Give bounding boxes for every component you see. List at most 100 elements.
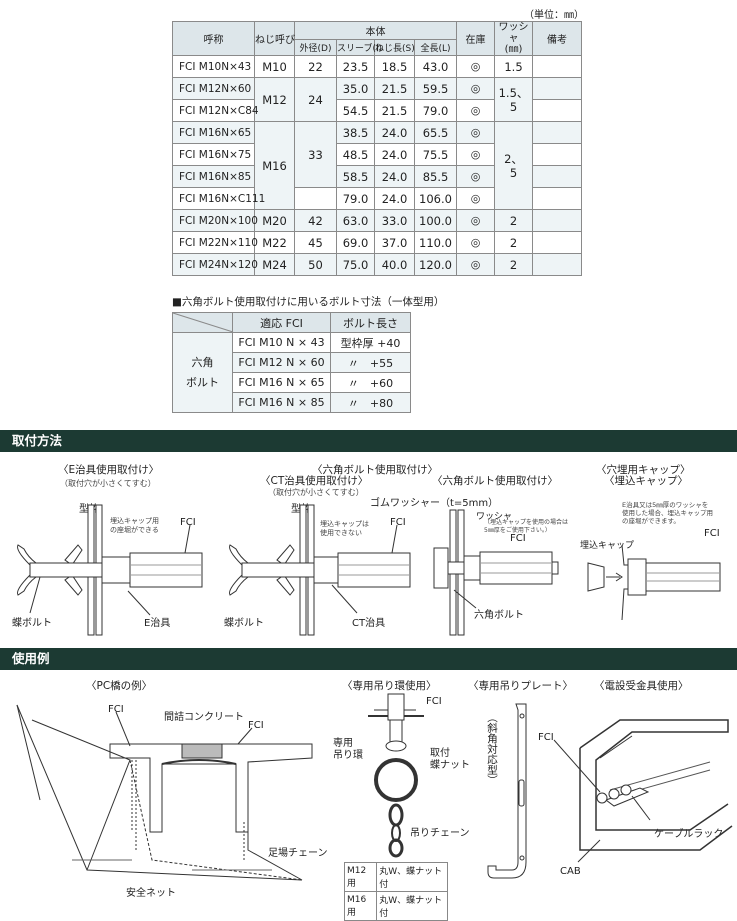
cell-sleeve: 48.5 [336,143,375,166]
e-tool-note: （取付穴が小さくてすむ） [60,479,156,488]
ring-m16-value: 丸W、蝶ナット付 [376,891,448,921]
pc-chain-label: 足場チェーン [268,848,328,859]
bolt-length: 〃 +80 [330,392,411,413]
unit-label: （単位：㎜） [524,10,584,21]
header-thread: ねじ長(S) [374,39,415,56]
cell-screw: M20 [254,209,295,232]
cell-remarks [532,165,582,188]
cap-fci-label: FCI [704,528,720,539]
bolt-length: 〃 +55 [330,352,411,373]
bolt-length: 〃 +60 [330,372,411,393]
cell-thread: 37.0 [374,231,415,254]
bolt-section-title: ■六角ボルト使用取付けに用いるボルト寸法（一体型用） [172,296,445,308]
cable-rack-label: ケーブルラック [654,829,724,840]
e-wingbolt-label: 蝶ボルト [12,618,52,629]
ring-m12-value: 丸W、蝶ナット付 [376,862,448,892]
ct-fci-label: FCI [390,517,406,528]
cell-stock: ◎ [456,231,495,254]
cell-sleeve: 35.0 [336,77,375,100]
bolt-header-length: ボルト長さ [330,312,411,333]
cell-washer: 1.5、 5 [494,77,533,122]
cap-label: 埋込キャップ [580,541,635,551]
cell-screw: M12 [254,77,295,122]
ct-note: （取付穴が小さくてすむ） [268,488,364,497]
pc-fci1-label: FCI [108,704,124,715]
cable-title: 〈電設受金具使用〉 [594,680,689,692]
pc-net-label: 安全ネット [126,888,176,899]
e-tool-diagram [17,504,203,636]
cell-total: 100.0 [414,209,457,232]
cell-total: 75.5 [414,143,457,166]
usage-section-title: 使用例 [12,651,50,666]
cell-sleeve: 79.0 [336,187,375,210]
hex-diagram [433,509,559,636]
cell-sleeve: 75.0 [336,253,375,276]
pc-title: 〈PC橋の例〉 [86,680,153,692]
cell-remarks [532,121,582,144]
cell-stock: ◎ [456,253,495,276]
ring-fci-label: FCI [426,696,442,707]
cell-outer: 22 [294,55,337,78]
cable-fci-label: FCI [538,732,554,743]
cell-stock: ◎ [456,143,495,166]
bolt-length: 型枠厚 +40 [330,332,411,353]
cell-outer: 50 [294,253,337,276]
cell-sleeve: 63.0 [336,209,375,232]
pc-bridge-diagram [16,704,313,881]
header-remarks: 備考 [532,21,582,56]
cap-note: E治具又は5㎜厚のワッシャを 使用した場合、埋込キャップ用 の座堀ができます。 [622,501,713,525]
cell-screw: M24 [254,253,295,276]
cell-sleeve: 23.5 [336,55,375,78]
cap-title1: 〈穴埋用キャップ〉 [596,464,691,476]
cell-sleeve: 54.5 [336,99,375,122]
cell-remarks [532,143,582,166]
diagonal-line [172,312,234,333]
hex-bolt-label: 六角ボルト [474,610,524,621]
ct-title2: 〈CT治具使用取付け〉 [260,475,369,487]
hex-washer-note: （埋込キャップを使用の場合は 5㎜厚をご使用下さい。） [484,519,569,534]
ring-nut-label: 取付 蝶ナット [430,748,470,771]
cell-thread: 33.0 [374,209,415,232]
cell-name: FCI M10N×43 [172,55,255,78]
ct-tool-label: CT治具 [352,618,386,629]
cell-name: FCI M20N×100 [172,209,258,232]
cap-diagram [587,544,721,621]
cell-thread: 18.5 [374,55,415,78]
hex-fci-label: FCI [510,533,526,544]
cable-cab-label: CAB [560,866,581,877]
cell-stock: ◎ [456,209,495,232]
cell-name: FCI M16N×C111 [172,187,265,210]
cell-outer: 24 [294,77,337,122]
e-cap-note: 埋込キャップ用 の座堀ができる [110,517,159,534]
cell-thread: 24.0 [374,165,415,188]
cell-total: 110.0 [414,231,457,254]
header-name: 呼称 [172,21,255,56]
cell-outer: 45 [294,231,337,254]
ring-title: 〈専用吊り環使用〉 [342,680,437,692]
cell-thread: 24.0 [374,143,415,166]
cell-sleeve: 38.5 [336,121,375,144]
bolt-fci: FCI M12 N × 60 [232,352,331,373]
header-washer: ワッシャ (㎜) [494,21,533,56]
e-fci-label: FCI [180,517,196,528]
bolt-header-diagonal [172,312,234,333]
e-tool-title: 〈E治具使用取付け〉 [58,464,160,476]
ring-label: 専用 吊り環 [333,738,363,761]
ct-title1: 〈六角ボルト使用取付け〉 [312,464,438,476]
plate-diagram [487,703,527,879]
plate-title: 〈専用吊りプレート〉 [468,680,573,692]
ring-diagram [368,693,424,858]
cell-remarks [532,231,582,254]
cell-washer: 2 [494,209,533,232]
cell-washer: 2、 5 [494,121,533,210]
cell-total: 43.0 [414,55,457,78]
cell-thread: 40.0 [374,253,415,276]
plate-vertical-label: （斜角対応型） [486,712,498,786]
hex-rubber-label: ゴムワッシャー（t=5mm） [370,498,499,509]
usage-section-bar: 使用例 [0,648,737,670]
cell-washer: 1.5 [494,55,533,78]
install-section-title: 取付方法 [12,433,63,448]
